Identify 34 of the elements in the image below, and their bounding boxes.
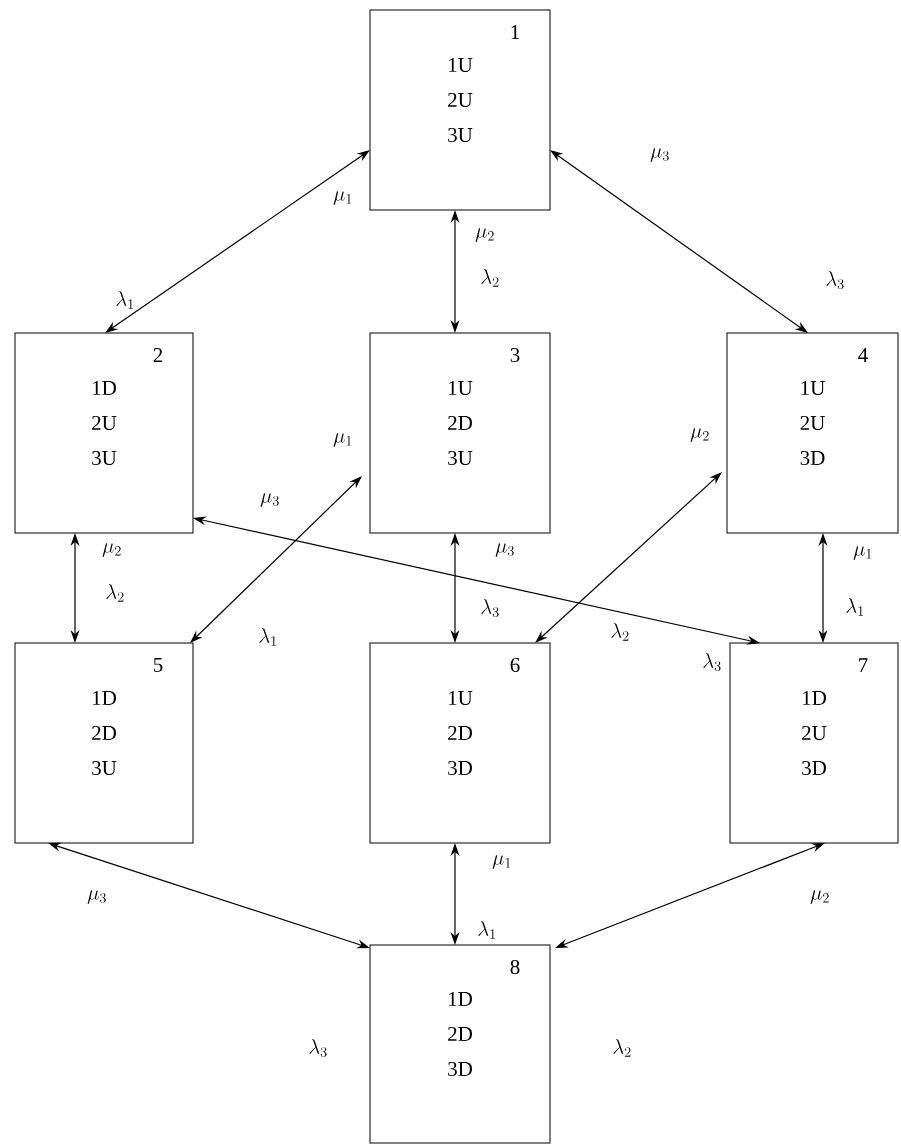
double-arrow <box>105 150 370 333</box>
rate-label: $\mu_2$ <box>475 228 494 242</box>
state-box: 7 1D 2U 3D <box>729 642 899 844</box>
rate-label: $\mu_3$ <box>260 493 279 507</box>
rate-label: $\mu_3$ <box>650 148 669 162</box>
state-box: 8 1D 2D 3D <box>369 944 551 1144</box>
rate-label: $\mu_2$ <box>690 428 709 442</box>
rate-label: $\mu_1$ <box>492 855 511 869</box>
double-arrow <box>550 150 808 333</box>
state-box: 6 1U 2D 3D <box>369 642 551 844</box>
state-box: 4 1U 2U 3D <box>726 332 899 534</box>
rate-label: $\mu_2$ <box>102 543 121 557</box>
rate-label: $\lambda_2$ <box>611 623 629 641</box>
double-arrow <box>190 476 362 643</box>
state-box: 5 1D 2D 3U <box>14 642 194 844</box>
rate-label: $\lambda_3$ <box>826 271 844 290</box>
rate-label: $\lambda_1$ <box>259 628 277 646</box>
rate-label: $\lambda_2$ <box>481 269 499 287</box>
rate-label: $\lambda_2$ <box>613 1039 631 1057</box>
rate-label: $\lambda_1$ <box>116 291 134 309</box>
rate-label: $\lambda_2$ <box>106 584 124 602</box>
rate-label: $\mu_3$ <box>495 543 514 557</box>
rate-label: $\lambda_3$ <box>309 1039 327 1058</box>
state-box: 2 1D 2U 3U <box>14 332 194 534</box>
rate-label: $\mu_2$ <box>810 890 829 904</box>
double-arrow <box>535 472 722 643</box>
state-box: 3 1U 2D 3U <box>369 332 551 534</box>
state-box: 1 1U 2U 3U <box>369 9 551 211</box>
rate-label: $\lambda_1$ <box>846 598 864 616</box>
rate-label: $\mu_1$ <box>333 191 352 205</box>
rate-label: $\mu_3$ <box>87 890 106 904</box>
rate-label: $\mu_1$ <box>333 433 352 447</box>
rate-label: $\lambda_3$ <box>481 599 499 618</box>
rate-label: $\mu_1$ <box>853 546 872 560</box>
